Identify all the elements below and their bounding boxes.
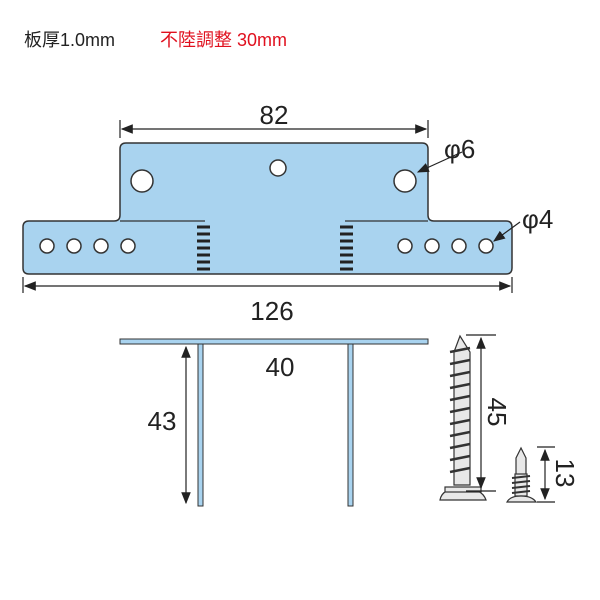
dim-126-label: 126	[250, 296, 293, 326]
dim-82-label: 82	[260, 100, 289, 130]
hole-large-label: φ6	[444, 134, 475, 164]
dim-13-label: 13	[550, 459, 580, 488]
leader-phi4	[493, 221, 521, 242]
bracket-side-view	[119, 338, 429, 507]
long-screw-icon	[439, 334, 487, 501]
leader-phi6	[416, 151, 463, 173]
bend-line-right	[340, 225, 353, 271]
hole-small-label: φ4	[522, 204, 553, 234]
dim-43-label: 43	[148, 406, 177, 436]
dim-40-label: 40	[266, 352, 295, 382]
plate-thickness-label: 板厚1.0mm	[24, 30, 116, 50]
short-screw-icon	[506, 446, 538, 503]
holes	[39, 159, 494, 254]
adjustment-label: 不陸調整 30mm	[160, 30, 288, 50]
dim-45-label: 45	[482, 398, 512, 427]
bend-line-left	[197, 225, 210, 271]
